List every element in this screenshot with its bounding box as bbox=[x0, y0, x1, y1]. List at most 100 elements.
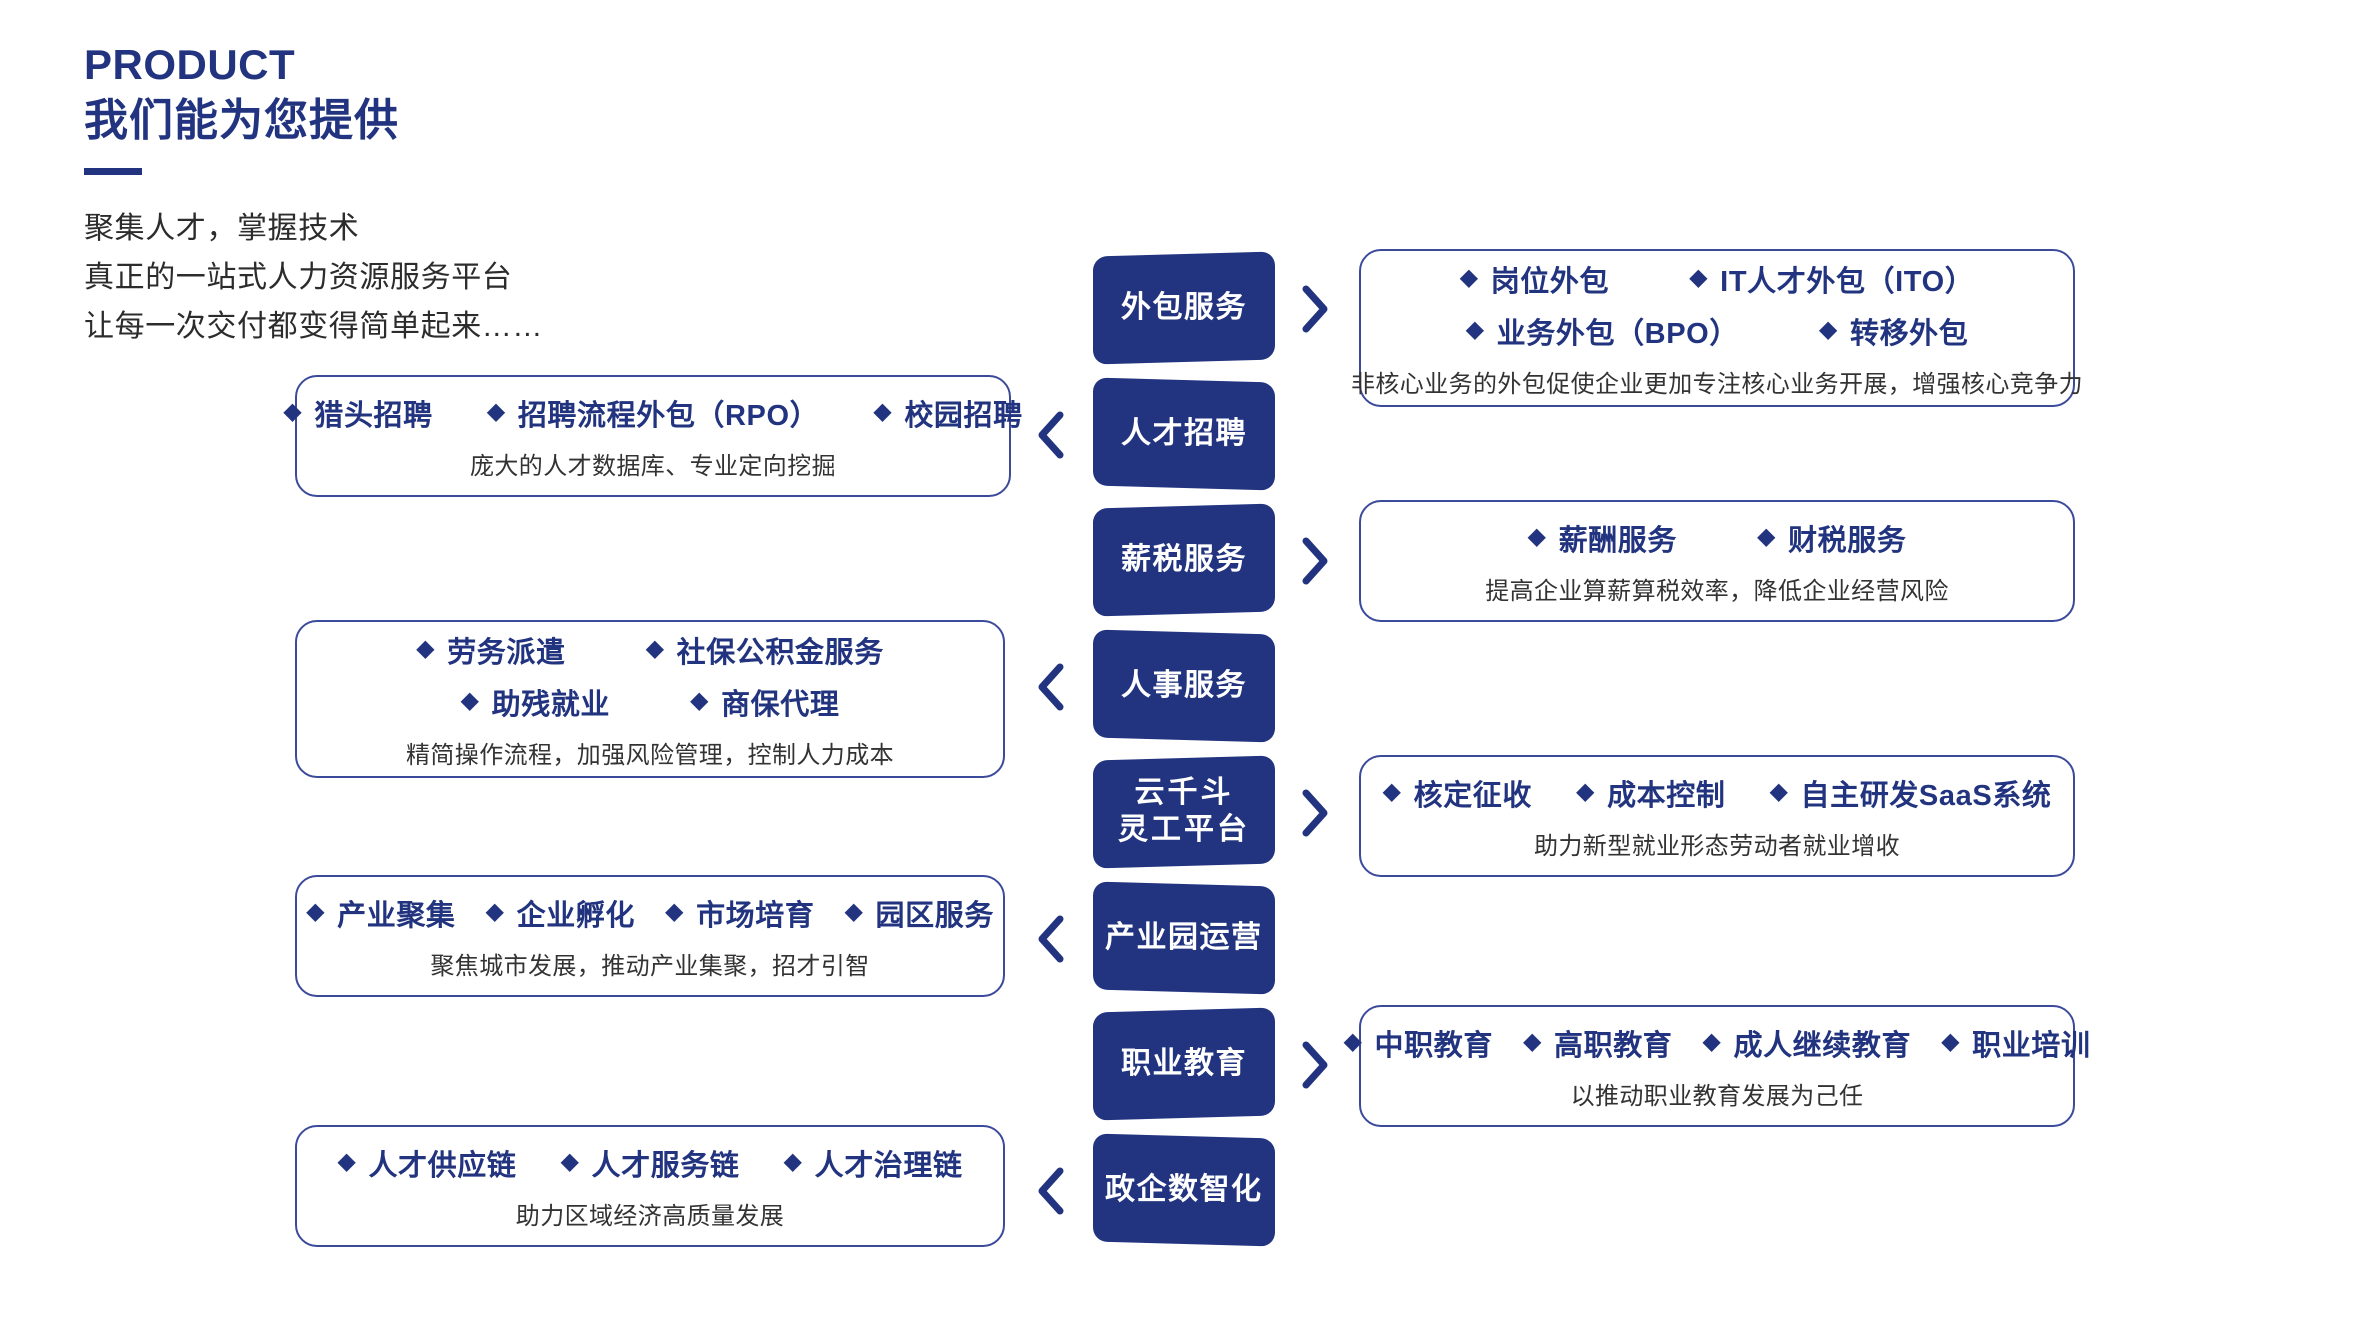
card-item-row: ◆ 业务外包（BPO） ◆转移外包 bbox=[1387, 310, 2047, 352]
service-item[interactable]: ◆ 中职教育 bbox=[1343, 1022, 1492, 1064]
card-item-rows: ◆人才供应链◆人才服务链◆人才治理链 bbox=[323, 1142, 977, 1184]
service-item[interactable]: ◆猎头招聘 bbox=[283, 392, 432, 434]
service-item-label: 自主研发SaaS系统 bbox=[1800, 779, 2052, 812]
card-description: 庞大的人才数据库、专业定向挖掘 bbox=[470, 452, 836, 480]
service-item-label: 岗位外包 bbox=[1490, 265, 1610, 298]
service-item[interactable]: ◆校园招聘 bbox=[873, 392, 1022, 434]
service-item[interactable]: ◆薪酬服务 bbox=[1528, 517, 1677, 559]
card-item-row: ◆人才供应链◆人才服务链◆人才治理链 bbox=[323, 1142, 977, 1184]
service-item-label: 助残就业 bbox=[491, 688, 610, 721]
service-item[interactable]: ◆自主研发SaaS系统 bbox=[1769, 772, 2051, 814]
service-item[interactable]: ◆岗位外包 bbox=[1460, 258, 1609, 300]
diamond-bullet-icon: ◆ bbox=[690, 686, 710, 714]
service-item-label: 财税服务 bbox=[1788, 524, 1907, 557]
card-description: 助力新型就业形态劳动者就业增收 bbox=[1534, 832, 1900, 860]
chevron-left-icon bbox=[1031, 409, 1071, 461]
service-item[interactable]: ◆人才供应链 bbox=[337, 1142, 516, 1184]
diamond-bullet-icon: ◆ bbox=[485, 897, 505, 925]
card-item-row: ◆劳务派遣 ◆社保公积金服务 bbox=[323, 629, 977, 671]
service-tab-4[interactable]: 人事服务 bbox=[1093, 629, 1275, 743]
service-item[interactable]: ◆人才服务链 bbox=[560, 1142, 739, 1184]
service-item[interactable]: ◆产业聚集 bbox=[306, 892, 455, 934]
diamond-bullet-icon: ◆ bbox=[1818, 315, 1838, 343]
service-item-label: 中职教育 bbox=[1374, 1029, 1493, 1062]
service-item-label: 业务外包（BPO） bbox=[1496, 317, 1739, 350]
detail-card-5: ◆核定征收◆成本控制◆自主研发SaaS系统助力新型就业形态劳动者就业增收 bbox=[1359, 755, 2075, 877]
service-item-label: 校园招聘 bbox=[904, 399, 1023, 432]
diamond-bullet-icon: ◆ bbox=[460, 686, 480, 714]
service-item[interactable]: ◆财税服务 bbox=[1757, 517, 1906, 559]
service-item[interactable]: ◆ 业务外包（BPO） bbox=[1466, 310, 1739, 352]
service-item[interactable]: ◆园区服务 bbox=[844, 892, 993, 934]
service-item[interactable]: ◆人才治理链 bbox=[784, 1142, 963, 1184]
service-item[interactable]: ◆ 企业孵化 bbox=[486, 892, 635, 934]
diamond-bullet-icon: ◆ bbox=[1343, 1027, 1363, 1055]
service-tab-1[interactable]: 外包服务 bbox=[1093, 251, 1275, 365]
service-item[interactable]: ◆劳务派遣 bbox=[416, 629, 565, 671]
service-item[interactable]: ◆成本控制 bbox=[1576, 772, 1725, 814]
service-item[interactable]: ◆ 高职教育 bbox=[1523, 1022, 1672, 1064]
service-item-label: 商保代理 bbox=[721, 688, 840, 721]
service-item-label: 园区服务 bbox=[875, 899, 994, 932]
service-item[interactable]: ◆核定征收 bbox=[1383, 772, 1532, 814]
diamond-bullet-icon: ◆ bbox=[1382, 777, 1402, 805]
service-item-label: 招聘流程外包（RPO） bbox=[517, 399, 820, 432]
chevron-right-icon bbox=[1295, 1039, 1335, 1091]
page-title: 我们能为您提供 bbox=[84, 96, 399, 146]
chevron-left-icon bbox=[1031, 661, 1071, 713]
card-description: 提高企业算薪算税效率，降低企业经营风险 bbox=[1485, 577, 1949, 605]
card-item-rows: ◆劳务派遣 ◆社保公积金服务 ◆ 助残就业 ◆ 商保代理 bbox=[323, 629, 977, 723]
service-tab-6[interactable]: 产业园运营 bbox=[1093, 881, 1275, 995]
chevron-right-icon bbox=[1295, 535, 1335, 587]
lede-line-1: 聚集人才，掌握技术 bbox=[84, 212, 360, 246]
card-item-rows: ◆猎头招聘 ◆ 招聘流程外包（RPO） ◆校园招聘 bbox=[283, 392, 1022, 434]
service-tab-label: 政企数智化 bbox=[1105, 1172, 1263, 1206]
service-tab-column: 外包服务人才招聘薪税服务人事服务云千斗灵工平台产业园运营职业教育政企数智化 bbox=[1093, 251, 1275, 1262]
diamond-bullet-icon: ◆ bbox=[560, 1147, 580, 1175]
service-item[interactable]: ◆社保公积金服务 bbox=[646, 629, 884, 671]
detail-card-7: ◆中职教育◆高职教育◆成人继续教育◆职业培训以推动职业教育发展为己任 bbox=[1343, 1005, 2090, 1127]
service-item[interactable]: ◆ 成人继续教育 bbox=[1702, 1022, 1911, 1064]
diamond-bullet-icon: ◆ bbox=[1702, 1027, 1722, 1055]
tab-label-line1: 云千斗 bbox=[1134, 776, 1234, 810]
chevron-right-icon bbox=[1295, 283, 1335, 335]
service-item[interactable]: ◆职业培训 bbox=[1941, 1022, 2090, 1064]
service-item-label: 人才供应链 bbox=[368, 1149, 517, 1182]
diamond-bullet-icon: ◆ bbox=[1465, 315, 1485, 343]
service-item-label: 成人继续教育 bbox=[1733, 1029, 1912, 1062]
diamond-bullet-icon: ◆ bbox=[1941, 1027, 1961, 1055]
service-item-label: 薪酬服务 bbox=[1558, 524, 1677, 557]
detail-card-8: ◆人才供应链◆人才服务链◆人才治理链助力区域经济高质量发展 bbox=[295, 1125, 1005, 1247]
service-tab-2[interactable]: 人才招聘 bbox=[1093, 377, 1275, 491]
card-item-rows: ◆ 中职教育 ◆ 高职教育 ◆ 成人继续教育 ◆职业培训 bbox=[1343, 1022, 2089, 1064]
lede-line-3: 让每一次交付都变得简单起来…… bbox=[84, 309, 543, 343]
service-item[interactable]: ◆ 助残就业 bbox=[461, 681, 610, 723]
service-item[interactable]: ◆市场培育 bbox=[665, 892, 814, 934]
card-item-row: ◆核定征收◆成本控制◆自主研发SaaS系统 bbox=[1383, 772, 2051, 814]
service-tab-label: 外包服务 bbox=[1121, 290, 1247, 324]
service-item-label: 产业聚集 bbox=[337, 899, 456, 932]
service-tab-5[interactable]: 云千斗灵工平台 bbox=[1093, 755, 1275, 869]
detail-card-3: ◆薪酬服务 ◆财税服务提高企业算薪算税效率，降低企业经营风险 bbox=[1359, 500, 2075, 622]
card-item-rows: ◆岗位外包◆IT人才外包（ITO）◆业务外包（BPO）◆转移外包 bbox=[1387, 258, 2047, 352]
service-item[interactable]: ◆ 商保代理 bbox=[690, 681, 839, 723]
diamond-bullet-icon: ◆ bbox=[1522, 1027, 1542, 1055]
chevron-right-icon bbox=[1295, 787, 1335, 839]
card-item-rows: ◆产业聚集 ◆ 企业孵化 ◆市场培育 ◆园区服务 bbox=[306, 892, 993, 934]
detail-card-2: ◆猎头招聘 ◆ 招聘流程外包（RPO） ◆校园招聘庞大的人才数据库、专业定向挖掘 bbox=[283, 375, 1022, 497]
service-tab-label: 人事服务 bbox=[1121, 668, 1247, 702]
service-tab-7[interactable]: 职业教育 bbox=[1093, 1007, 1275, 1121]
diamond-bullet-icon: ◆ bbox=[1689, 263, 1709, 291]
diamond-bullet-icon: ◆ bbox=[486, 397, 506, 425]
service-item-label: 企业孵化 bbox=[516, 899, 635, 932]
title-underline-rule bbox=[84, 168, 142, 176]
service-tab-8[interactable]: 政企数智化 bbox=[1093, 1133, 1275, 1247]
service-item-label: 高职教育 bbox=[1554, 1029, 1673, 1062]
card-description: 助力区域经济高质量发展 bbox=[515, 1202, 785, 1230]
service-item[interactable]: ◆ 招聘流程外包（RPO） bbox=[487, 392, 820, 434]
service-item[interactable]: ◆IT人才外包（ITO） bbox=[1689, 258, 1974, 300]
service-tab-3[interactable]: 薪税服务 bbox=[1093, 503, 1275, 617]
card-item-rows: ◆薪酬服务 ◆财税服务 bbox=[1387, 517, 2047, 559]
service-item[interactable]: ◆转移外包 bbox=[1819, 310, 1968, 352]
